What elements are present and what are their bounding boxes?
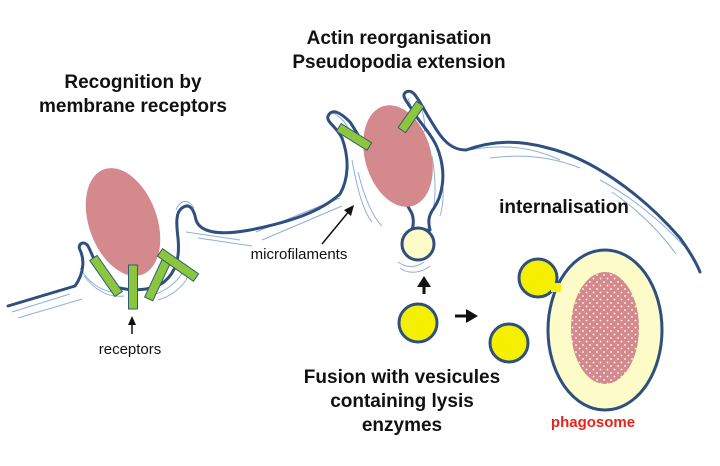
actin-label-line-1: Actin reorganisation: [306, 28, 492, 49]
fusion-label-line-2: containing lysis: [330, 391, 474, 412]
budding-vesicle: [400, 226, 436, 262]
microfilaments-label: microfilaments: [250, 246, 348, 263]
recognition-label-line-2: membrane receptors: [39, 96, 227, 117]
bacterium-engulfed: [363, 105, 433, 207]
internalisation-label: internalisation: [499, 197, 629, 218]
microfilaments-pointer-arrowhead: [344, 205, 354, 216]
up-arrow-head: [417, 276, 431, 287]
microfilaments-pointer-arrow: [321, 209, 351, 245]
receptor: [88, 254, 124, 298]
right-arrow-head: [466, 309, 478, 323]
arrows: [128, 205, 478, 334]
recognition-label-line-1: Recognition by: [64, 72, 202, 93]
cell-membrane: [6, 89, 702, 308]
receptors-label: receptors: [98, 341, 162, 358]
lysis-vesicle: [517, 257, 559, 299]
digested-bacterium-dots: [571, 272, 639, 384]
fusion-label-line-3: enzymes: [361, 415, 443, 436]
fusion-bridge: [551, 283, 561, 292]
recognition-label: Recognition by membrane receptors: [24, 71, 242, 119]
pseudopodia-receptors: [335, 100, 425, 152]
receptor: [397, 100, 425, 134]
lysis-vesicle: [397, 302, 439, 344]
receptors-pointer-arrowhead: [128, 316, 136, 325]
receptor: [335, 122, 373, 152]
actin-label-line-2: Pseudopodia extension: [292, 52, 506, 73]
membrane-receptors: [88, 247, 200, 310]
receptor: [128, 264, 138, 310]
receptor: [156, 247, 200, 283]
lysis-vesicle: [488, 322, 530, 364]
actin-label: Actin reorganisation Pseudopodia extensi…: [268, 27, 530, 75]
phagosome-label: phagosome: [550, 414, 636, 431]
fusion-label-line-1: Fusion with vesicules: [303, 367, 501, 388]
bacterium-recognition: [85, 168, 161, 276]
fusion-label: Fusion with vesicules containing lysis e…: [282, 366, 522, 438]
